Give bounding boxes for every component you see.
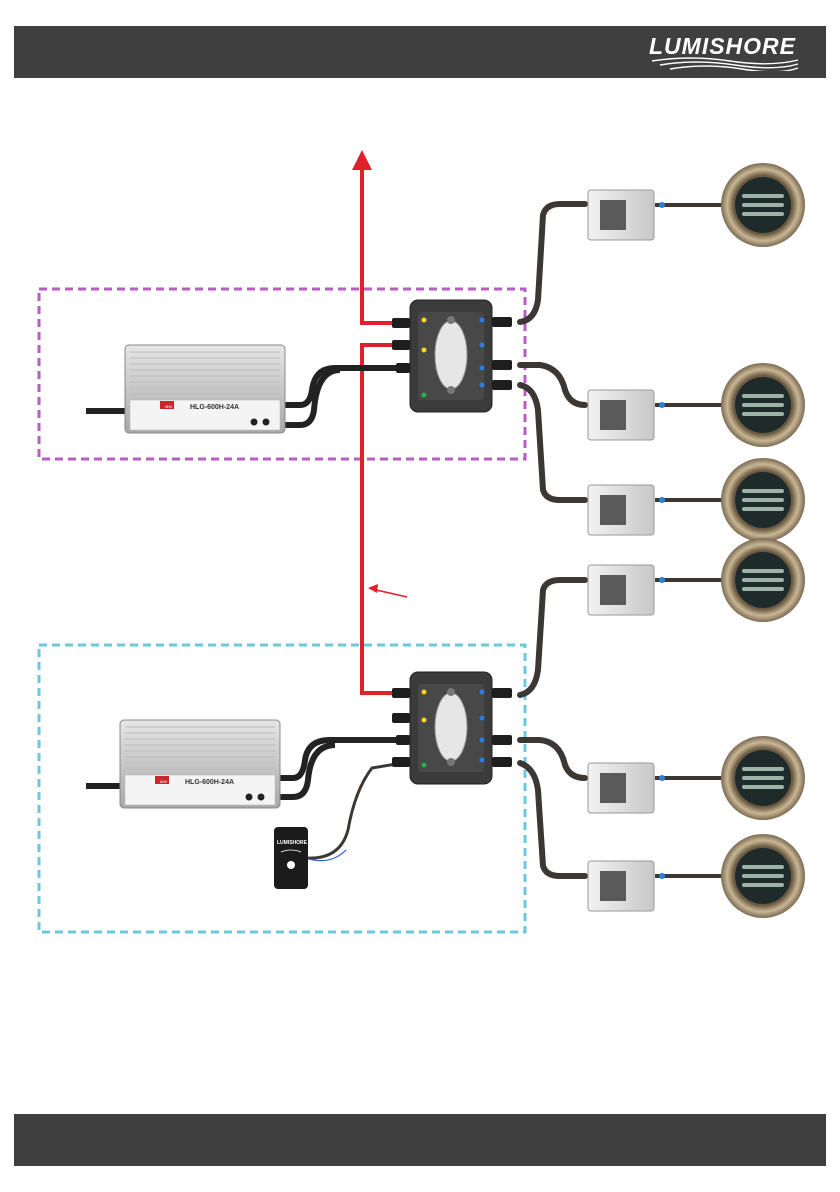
cable-hub1-driver2 <box>520 365 585 405</box>
driver-5 <box>588 763 665 813</box>
footer-bar <box>14 1114 826 1166</box>
driver-3 <box>588 485 665 535</box>
red-link <box>362 170 400 693</box>
driver-4 <box>588 565 665 615</box>
remote-cable <box>306 762 408 858</box>
led-drivers <box>588 190 665 911</box>
hub-bottom <box>392 672 512 784</box>
psu-bottom-model: HLG-600H-24A <box>185 779 234 786</box>
underwater-lights <box>721 163 805 918</box>
hub-top <box>392 300 512 412</box>
remote-control: LUMISHORE <box>274 827 308 889</box>
light-cables <box>655 205 722 876</box>
cable-hub1-driver1 <box>520 204 585 322</box>
link-uplink-line <box>362 170 400 323</box>
psu-bottom: MW HLG-600H-24A <box>86 720 408 808</box>
light-6 <box>721 834 805 918</box>
light-4 <box>721 538 805 622</box>
link-hub1-hub2-line <box>362 345 400 693</box>
remote-knob-icon <box>287 861 295 869</box>
light-5 <box>721 736 805 820</box>
driver-6 <box>588 861 665 911</box>
driver-2 <box>588 390 665 440</box>
psu-top-model: HLG-600H-24A <box>190 404 239 411</box>
link-up-arrow-icon <box>352 150 372 170</box>
cable-hub2-driver6 <box>520 763 585 876</box>
svg-text:MW: MW <box>160 779 167 784</box>
remote-brand: LUMISHORE <box>277 840 308 846</box>
light-3 <box>721 458 805 542</box>
link-pointer-arrow-icon <box>368 584 378 593</box>
light-1 <box>721 163 805 247</box>
driver-1 <box>588 190 665 240</box>
cable-hub2-driver4 <box>520 580 585 695</box>
svg-text:MW: MW <box>165 404 172 409</box>
driver-cables <box>520 204 585 876</box>
light-2 <box>721 363 805 447</box>
